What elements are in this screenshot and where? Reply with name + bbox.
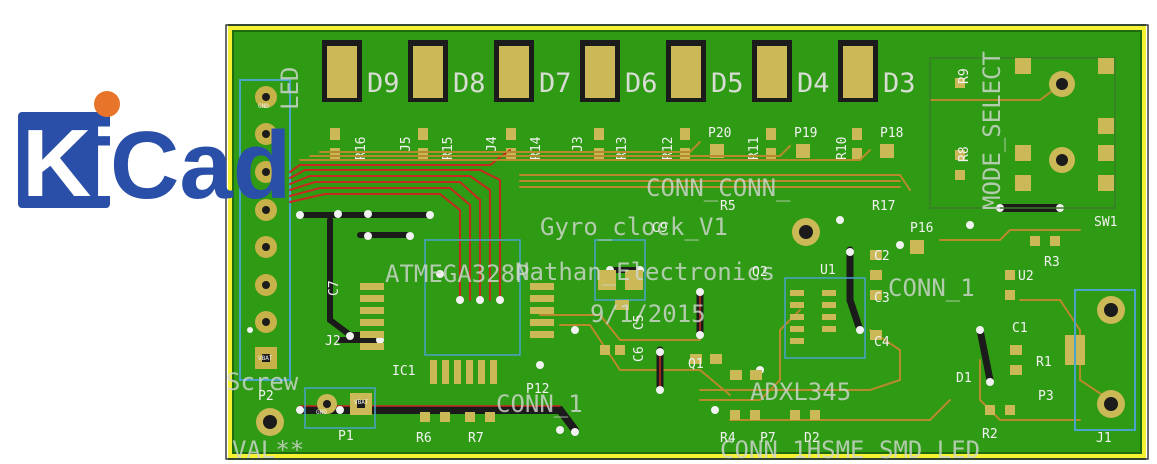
label-p1: P1: [338, 429, 354, 444]
res-label-r16: R16: [354, 137, 369, 160]
label-led: LED: [276, 67, 304, 110]
pad-label-vbat: VBAT: [258, 355, 273, 362]
label-r4: R4: [720, 431, 736, 446]
label-val: VAL**: [232, 436, 304, 460]
label-r5: R5: [720, 199, 736, 214]
label-p7: P7: [760, 431, 776, 446]
label-r3: R3: [1044, 255, 1060, 270]
battery-courtyard: [304, 387, 376, 429]
label-p16: P16: [910, 221, 933, 236]
mcu-pads: [360, 283, 554, 384]
logo-ki-text: Ki: [22, 110, 118, 217]
label-title-2: Nathan_Electronics: [515, 258, 775, 286]
label-hsme: CONN_1HSME_SMD_LED: [720, 436, 980, 460]
label-c2: C2: [874, 249, 890, 264]
led-label-d5: D5: [711, 68, 744, 99]
label-j1: J1: [1096, 431, 1112, 446]
label-j4: J4: [485, 136, 500, 152]
vias: [247, 204, 1064, 436]
mcu-courtyard: [424, 239, 521, 356]
switch-pads: [955, 58, 1114, 191]
label-p20: P20: [708, 126, 731, 141]
label-c7: C7: [327, 280, 342, 296]
board-edge-cuts: [228, 26, 1146, 458]
led-ref-labels: D9 D8 D7 D6 D5 D4 D3: [367, 68, 916, 99]
battery-label-gnd: GND: [316, 409, 327, 416]
label-r6: R6: [416, 431, 432, 446]
ref-designators: C7 C9 R5 R17 P16 C2 C3 C4 U1 Q2 Q1 C5 C6…: [258, 68, 1117, 446]
led-label-d9: D9: [367, 68, 400, 99]
battery-pad-hole: [357, 400, 365, 408]
label-d2: D2: [804, 431, 820, 446]
label-p19: P19: [794, 126, 817, 141]
label-p18: P18: [880, 126, 903, 141]
logo-cad-text: Cad: [110, 112, 291, 219]
label-j2: J2: [325, 334, 341, 349]
label-p12: P12: [526, 382, 549, 397]
led-label-d3: D3: [883, 68, 916, 99]
label-r9: R9: [957, 68, 972, 84]
label-ic1: IC1: [392, 364, 415, 379]
label-r2: R2: [982, 427, 998, 442]
label-c3: C3: [874, 291, 890, 306]
label-p2: P2: [258, 389, 274, 404]
accel-courtyard: [784, 277, 866, 359]
accel-pads: [790, 290, 836, 344]
label-r1: R1: [1036, 355, 1052, 370]
pad-label-gnd: GND: [258, 103, 269, 110]
label-mode-select: MODE_SELECT: [978, 51, 1006, 210]
label-d1: D1: [956, 371, 972, 386]
label-j3: J3: [571, 136, 586, 152]
res-label-r10: R10: [835, 137, 850, 160]
label-c4: C4: [874, 335, 890, 350]
label-conn1-bottom: CONN_1: [496, 390, 583, 418]
j1-courtyard: [1074, 289, 1136, 431]
label-q2: Q2: [752, 265, 768, 280]
label-accel: ADXL345: [750, 378, 851, 406]
label-screw: Screw: [226, 368, 299, 396]
resistor-labels: R16 R15 R14 R13 R12 R11 R10 P20 P19 P18 …: [354, 126, 903, 160]
label-u1: U1: [820, 263, 836, 278]
label-c5: C5: [632, 314, 647, 330]
label-p17: R17: [872, 199, 895, 214]
label-r8: R8: [957, 146, 972, 162]
res-label-r13: R13: [615, 137, 630, 160]
label-conn-top: CONN_CONN_: [646, 174, 791, 202]
label-j5: J5: [399, 136, 414, 152]
battery-label-vbat: VBAT: [354, 399, 369, 406]
logo-ki-block: [18, 112, 110, 208]
logo-orange-dot: [94, 91, 120, 117]
label-c1: C1: [1012, 321, 1028, 336]
led-row: [322, 40, 878, 102]
led-label-d6: D6: [625, 68, 658, 99]
res-label-r15: R15: [441, 137, 456, 160]
header-courtyard: [239, 79, 291, 381]
board-outline: [225, 24, 1149, 460]
kicad-logo: Ki Cad: [18, 91, 291, 219]
label-sw1: SW1: [1094, 215, 1117, 230]
label-c9: C9: [652, 221, 668, 236]
battery-pad-hole-2: [323, 400, 331, 408]
label-c6: C6: [632, 346, 647, 362]
res-label-r12: R12: [661, 137, 676, 160]
label-q1: Q1: [688, 357, 704, 372]
header-pins: [255, 86, 277, 369]
led-label-d8: D8: [453, 68, 486, 99]
led-label-d4: D4: [797, 68, 830, 99]
label-mcu: ATMEGA328P: [385, 260, 530, 288]
led-label-d7: D7: [539, 68, 572, 99]
label-r7: R7: [468, 431, 484, 446]
res-label-r14: R14: [529, 136, 544, 160]
mounting-holes: [256, 71, 1125, 436]
label-p3: P3: [1038, 389, 1054, 404]
label-conn1-right: CONN_1: [888, 274, 975, 302]
resistor-row: [330, 128, 894, 160]
res-label-r11: R11: [747, 137, 762, 160]
label-title-3: 9/1/2015: [590, 300, 706, 328]
label-u2: U2: [1018, 269, 1034, 284]
label-title-1: Gyro_clock_V1: [540, 213, 728, 241]
